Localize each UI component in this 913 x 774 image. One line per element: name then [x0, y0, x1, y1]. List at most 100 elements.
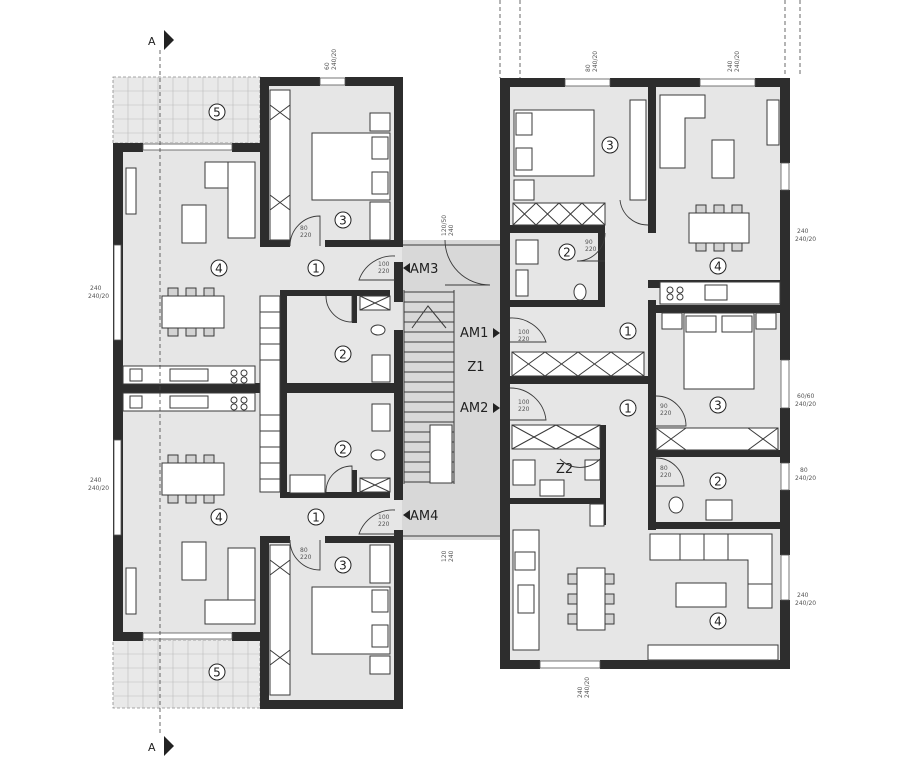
room-marker-circle-hall-tl: [307, 259, 325, 277]
section-marker-bottom-arrow: [164, 736, 174, 756]
door-dim-d3b: 220: [518, 336, 530, 343]
dim-win-side-l3: 240: [90, 477, 102, 484]
section-marker-top-label: A: [148, 35, 156, 48]
left-walls: [113, 77, 403, 709]
dim-win-top-l: 60: [324, 62, 331, 70]
door-dim-d4b: 220: [518, 406, 530, 413]
room-number-bath-mr: 2: [714, 475, 722, 489]
room-marker-circle-living-tr: [709, 257, 727, 275]
left-furniture: [122, 89, 391, 696]
door-dim-d5b: 220: [300, 232, 312, 239]
room-marker-circle-bed-tr: [601, 136, 619, 154]
room-marker-circle-living-bl: [210, 508, 228, 526]
door-dim-d8: 90: [660, 403, 668, 410]
door-dim-d1b: 220: [378, 268, 390, 275]
room-number-bal-top: 5: [213, 106, 221, 120]
balcony-top: [112, 76, 261, 144]
roof-projection-lines: [499, 0, 801, 78]
room-number-hall-bl: 1: [312, 511, 320, 525]
space-label-z2: Z2: [556, 462, 573, 477]
door-dim-d7: 90: [585, 239, 593, 246]
dim-stair-bot: 120: [441, 550, 448, 562]
room-number-bed-tr: 3: [606, 139, 614, 153]
room-number-living-tl: 4: [215, 262, 223, 276]
dim-win-top-r: 240: [727, 60, 734, 72]
room-marker-circle-living-tl: [210, 259, 228, 277]
door-dim-d2b: 220: [378, 521, 390, 528]
room-number-bal-bot: 5: [213, 666, 221, 680]
dim-door-top-tr2: 240/20: [592, 51, 599, 72]
room-number-bath-bl: 2: [339, 443, 347, 457]
room-marker-circle-bed-bl: [334, 556, 352, 574]
room-marker-circle-hall-bl: [307, 508, 325, 526]
dim-win-side-r3: 60/60: [797, 393, 814, 400]
dim-door-top-tr: 80: [585, 64, 592, 72]
room-number-bed-mr: 3: [714, 399, 722, 413]
door-dim-d8b: 220: [660, 410, 672, 417]
dim-stair-top2: 240: [448, 224, 455, 236]
dim-stair-top: 120/50: [441, 215, 448, 236]
section-marker-top-arrow: [164, 30, 174, 50]
entrance-label-am1: AM1: [460, 326, 488, 341]
dim-win-side-l2: 240/20: [88, 293, 109, 300]
dim-win-side-r8: 240/20: [795, 600, 816, 607]
door-dim-d9b: 220: [660, 472, 672, 479]
room-number-bath-tr: 2: [563, 246, 571, 260]
room-marker-circle-bed-tl: [334, 211, 352, 229]
right-walls: [500, 78, 790, 669]
door-dim-d6b: 220: [300, 554, 312, 561]
stair-outline: [402, 244, 500, 537]
dim-win-side-r6: 240/20: [795, 475, 816, 482]
door-dim-d7b: 220: [585, 246, 597, 253]
am4-arrow: [403, 510, 410, 520]
am2-arrow: [493, 403, 500, 413]
room-number-living-br: 4: [714, 615, 722, 629]
dim-win-side-r5: 80: [800, 467, 808, 474]
room-number-living-bl: 4: [215, 511, 223, 525]
room-marker-circle-living-br: [709, 612, 727, 630]
room-marker-circle-bath-mr: [709, 472, 727, 490]
am1-arrow: [493, 328, 500, 338]
door-dim-d6: 80: [300, 547, 308, 554]
dim-win-top-l2: 240/20: [331, 49, 338, 70]
windows: [113, 77, 790, 669]
room-number-living-tr: 4: [714, 260, 722, 274]
room-number-hall-tr: 1: [624, 325, 632, 339]
room-number-hall-tl: 1: [312, 262, 320, 276]
door-dim-d9: 80: [660, 465, 668, 472]
door-dim-d2: 100: [378, 514, 390, 521]
dim-win-side-r2: 240/20: [795, 236, 816, 243]
door-swings: [289, 199, 687, 571]
room-marker-circle-bed-mr: [709, 396, 727, 414]
room-number-bath-tl: 2: [339, 348, 347, 362]
door-dim-d4: 100: [518, 399, 530, 406]
room-marker-circle-bal-top: [208, 103, 226, 121]
room-marker-circle-hall-tr: [619, 322, 637, 340]
room-marker-circle-bath-tl: [334, 345, 352, 363]
am3-arrow: [403, 263, 410, 273]
room-number-hall-br: 1: [624, 402, 632, 416]
room-marker-circle-bath-tr: [558, 243, 576, 261]
dim-stair-bot2: 240: [448, 550, 455, 562]
room-number-bed-tl: 3: [339, 214, 347, 228]
door-dimension-labels: 100 220 100 220 100 220 100 220 80 220 8…: [300, 225, 672, 561]
door-dim-d3: 100: [518, 329, 530, 336]
balcony-bottom: [112, 639, 261, 709]
stair-treads: [403, 290, 455, 484]
dim-win-side-l: 240: [90, 285, 102, 292]
dim-win-top-r2: 240/20: [734, 51, 741, 72]
entrance-label-am2: AM2: [460, 401, 488, 416]
entrance-label-am3: AM3: [410, 262, 438, 277]
dim-win-bot-r: 240: [577, 686, 584, 698]
dimension-labels: 60 240/20 240 240/20 240 240/20 80 240/2…: [88, 49, 816, 698]
stair-hall-floor: [402, 240, 500, 540]
right-furniture: [511, 94, 781, 661]
dim-win-side-r: 240: [797, 228, 809, 235]
section-marker-bottom-label: A: [148, 741, 156, 754]
dim-win-bot-r2: 240/20: [584, 677, 591, 698]
room-marker-circle-bath-bl: [334, 440, 352, 458]
entrance-label-am4: AM4: [410, 509, 438, 524]
door-dim-d1: 100: [378, 261, 390, 268]
room-number-bed-bl: 3: [339, 559, 347, 573]
